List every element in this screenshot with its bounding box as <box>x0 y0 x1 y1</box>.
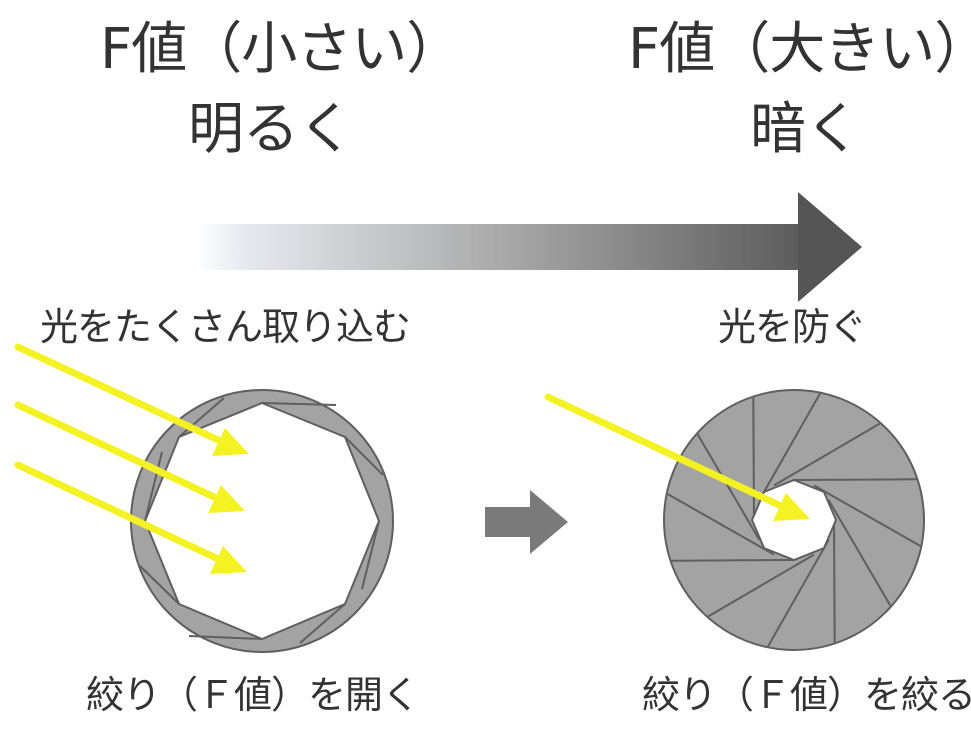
light-ray <box>14 401 245 513</box>
aperture-open <box>130 389 394 653</box>
block-light-label: 光を防ぐ <box>718 305 867 349</box>
aperture-blade-edge <box>827 499 892 607</box>
light-rays <box>14 343 810 574</box>
aperture-blade-edge <box>671 559 795 562</box>
aperture-blade-edge <box>813 484 921 547</box>
transition-arrow <box>485 490 568 554</box>
darker-label: 暗く <box>750 97 861 162</box>
aperture-blade-edge <box>793 478 917 481</box>
close-aperture-caption: 絞り（Ｆ値）を絞る <box>642 673 971 717</box>
aperture-blade-edge <box>696 433 761 541</box>
brightness-gradient-arrow <box>196 192 862 302</box>
let-in-light-label: 光をたくさん取り込む <box>40 305 411 349</box>
open-aperture-caption: 絞り（Ｆ値）を開く <box>86 673 420 717</box>
light-ray <box>14 461 247 574</box>
aperture-blade-edge <box>758 393 821 501</box>
aperture-blade-edge <box>767 539 830 647</box>
aperture-blade-edge <box>752 397 755 521</box>
aperture-blade-edge <box>667 493 775 556</box>
light-ray <box>544 393 810 521</box>
brighter-label: 明るく <box>188 97 354 162</box>
aperture-closed <box>663 389 925 651</box>
light-ray <box>14 343 249 456</box>
aperture-blade-edge <box>773 422 881 487</box>
aperture-blade-edge <box>833 519 836 643</box>
f-number-large-title: F値（大きい） <box>628 17 971 82</box>
f-number-small-title: F値（小さい） <box>100 17 462 82</box>
aperture-blade-edge <box>707 553 815 618</box>
